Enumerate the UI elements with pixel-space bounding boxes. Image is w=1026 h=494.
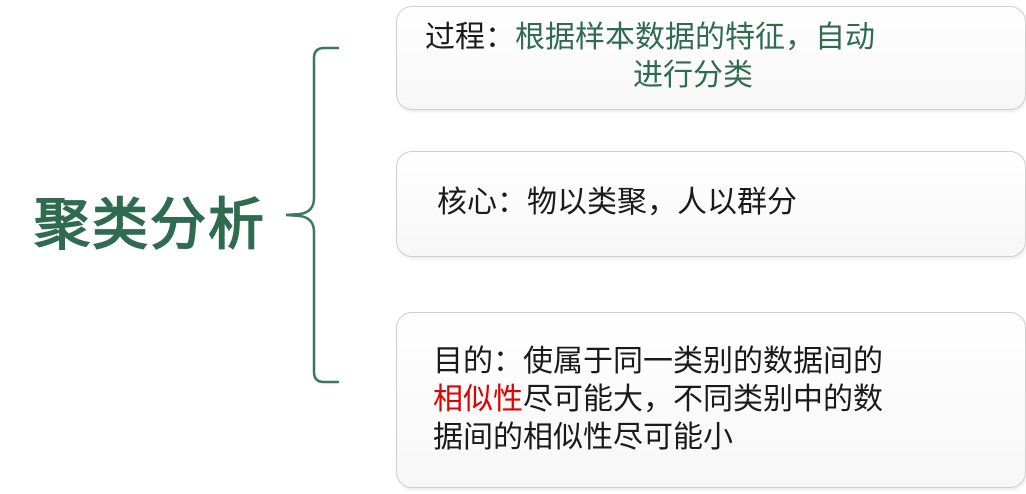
process-line-1: 过程：根据样本数据的特征，自动 (397, 19, 1025, 57)
purpose-line-2-rest: 尽可能大，不同类别中的数 (523, 382, 883, 417)
process-text-line-2: 进行分类 (633, 58, 753, 93)
purpose-line-1: 目的：使属于同一类别的数据间的 (433, 344, 883, 379)
curly-brace-connector (285, 46, 340, 384)
topic-title: 聚类分析 (34, 193, 266, 258)
purpose-highlight: 相似性 (433, 382, 523, 417)
core-text: 物以类聚，人以群分 (527, 185, 797, 220)
process-text-line-1: 根据样本数据的特征，自动 (515, 20, 875, 55)
core-box: 核心：物以类聚，人以群分 (396, 151, 1026, 257)
core-label: 核心： (437, 185, 527, 220)
process-box: 过程：根据样本数据的特征，自动 进行分类 (396, 6, 1026, 110)
purpose-line-3: 据间的相似性尽可能小 (433, 420, 733, 455)
purpose-box: 目的：使属于同一类别的数据间的 相似性尽可能大，不同类别中的数 据间的相似性尽可… (396, 312, 1026, 488)
process-label: 过程： (425, 20, 515, 55)
purpose-line-2: 相似性尽可能大，不同类别中的数 (433, 381, 1005, 419)
